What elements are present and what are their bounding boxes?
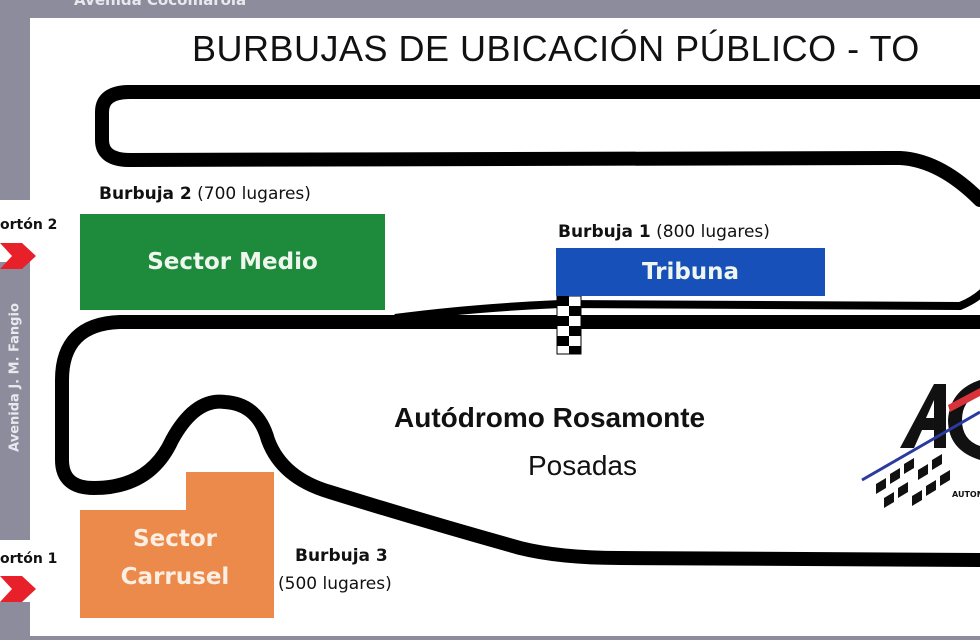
road-top-label: Avenida Cocomarola [74, 0, 247, 9]
road-avenida-fangio: Avenida J. M. Fangio [0, 0, 30, 640]
automovil-club-logo-icon [861, 380, 980, 508]
gate-1-arrow-icon [0, 576, 36, 602]
sector-carrusel[interactable]: Sector Carrusel [82, 520, 268, 596]
track-pit-lane [394, 289, 980, 322]
sector-carrusel-line1: Sector [133, 526, 217, 552]
sector-tribuna[interactable]: Tribuna [556, 248, 825, 296]
track-upper-loop [95, 85, 980, 207]
sector-medio-label: Sector Medio [147, 249, 318, 275]
bubble-1-label: Burbuja 1 (800 lugares) [558, 222, 770, 242]
sector-carrusel-line2: Carrusel [120, 564, 230, 590]
bubble-2-label: Burbuja 2 (700 lugares) [99, 184, 311, 204]
sector-tribuna-label: Tribuna [641, 259, 740, 285]
bubble-1-name: Burbuja 1 [558, 222, 651, 242]
venue-name: Autódromo Rosamonte [394, 402, 706, 433]
logo-text: AUTOM [952, 490, 980, 499]
gate-2-arrow-icon [0, 243, 36, 269]
gate-1-label: ortón 1 [0, 551, 58, 567]
map-title: BURBUJAS DE UBICACIÓN PÚBLICO - TO [192, 28, 920, 69]
bubble-2-capacity: (700 lugares) [197, 184, 311, 204]
gate-2-label: ortón 2 [0, 217, 58, 233]
sector-medio[interactable]: Sector Medio [80, 214, 385, 310]
bubble-3-capacity: (500 lugares) [278, 574, 392, 594]
road-avenida-cocomarola: Avenida Cocomarola [0, 0, 980, 18]
bubble-3-name-label: Burbuja 3 [295, 546, 388, 566]
bubble-3-name: Burbuja 3 [295, 546, 388, 566]
finish-line-icon [556, 295, 582, 355]
track-main-loop [55, 315, 980, 567]
sector-carrusel-shape [80, 472, 274, 618]
bubble-1-capacity: (800 lugares) [656, 222, 770, 242]
bubble-2-name: Burbuja 2 [99, 184, 192, 204]
venue-city: Posadas [528, 450, 637, 481]
